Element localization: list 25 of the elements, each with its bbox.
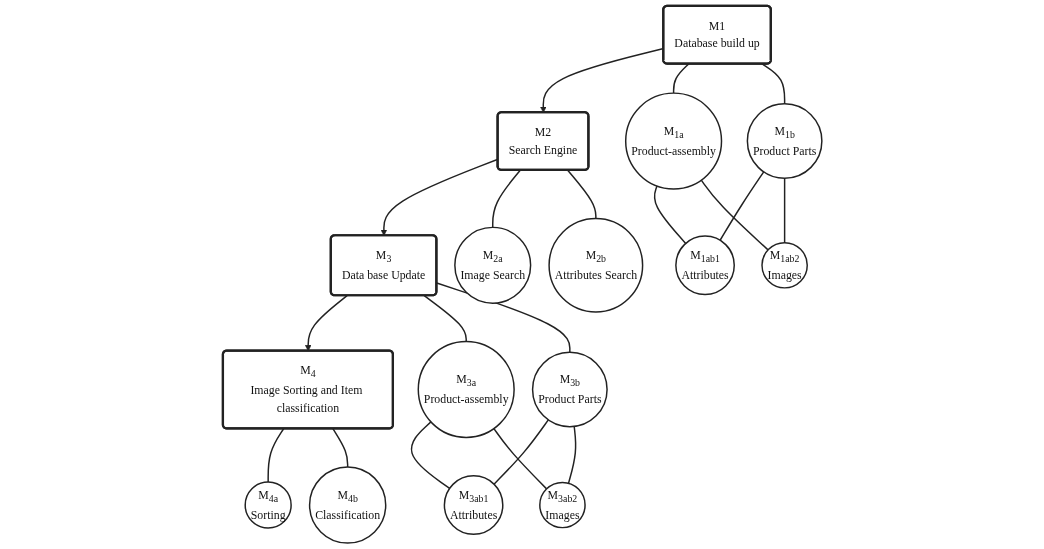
node-circle: M$_{3ab2}$ Images [538,481,586,529]
connector [567,425,576,484]
connector [491,169,521,229]
connector [700,179,769,251]
connector [566,169,597,220]
connector [267,428,284,483]
node-circle: M$_{4a}$ Sorting [244,481,292,529]
connector [331,428,348,468]
connector [653,185,687,245]
connector [783,177,785,244]
node-circle: M$_{3ab1}$ Attributes [443,475,504,535]
node-circle: M$_{1ab1}$ Attributes [674,235,735,296]
connector [672,63,690,94]
node-circle: M$_{1a}$ Product-assembly [624,92,722,190]
node-circle: M$_{3a}$ Product-assembly [417,340,515,439]
connector [410,421,450,490]
node-circle: M$_{3b}$ Product Parts [531,351,608,428]
node-circle: M$_{1b}$ Product Parts [746,103,823,179]
node-circle: M$_{1ab2}$ Images [760,241,808,289]
node-circle: M$_{2a}$ Image Search [453,226,531,304]
node-circle: M$_{4b}$ Classification [308,466,387,544]
connector [492,419,549,485]
node-circle: M$_{2b}$ Attributes Search [547,217,643,313]
connector [492,427,547,490]
connector [719,171,765,241]
